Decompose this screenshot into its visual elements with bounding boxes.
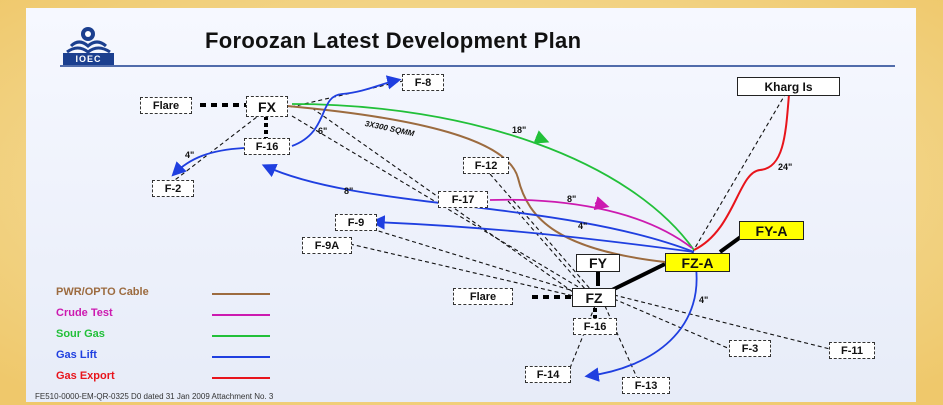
node-f-9a: F-9A [302, 237, 352, 254]
node-f-16-bottom: F-16 [573, 318, 617, 335]
gas-lift-size-label-4-bottom: 4" [699, 295, 709, 305]
node-fy-a: FY-A [739, 221, 804, 240]
node-fz: FZ [572, 288, 616, 307]
node-kharg-island: Kharg Is [737, 77, 840, 96]
legend-swatch-sour-gas [212, 335, 270, 337]
node-f-16-top: F-16 [244, 138, 290, 155]
ioec-logo-icon: IOEC [63, 24, 114, 65]
node-f-14: F-14 [525, 366, 571, 383]
node-f-8: F-8 [402, 74, 444, 91]
gas-export-size-label: 24" [778, 162, 793, 172]
node-f-12: F-12 [463, 157, 509, 174]
node-fy: FY [576, 254, 620, 272]
pwr-cable-line [286, 105, 666, 263]
node-f-3: F-3 [729, 340, 771, 357]
node-f-11: F-11 [829, 342, 875, 359]
page-title: Foroozan Latest Development Plan [205, 28, 582, 53]
node-flare-top: Flare [140, 97, 192, 114]
node-flare-bottom: Flare [453, 288, 513, 305]
logo-text: IOEC [63, 53, 114, 65]
node-f-9: F-9 [335, 214, 377, 231]
legend-label-gas-export: Gas Export [56, 370, 115, 382]
legend-label-cable: PWR/OPTO Cable [56, 286, 149, 298]
legend-label-sour-gas: Sour Gas [56, 328, 105, 340]
node-f-2: F-2 [152, 180, 194, 197]
legend-swatch-cable [212, 293, 270, 295]
legend-swatch-crude-test [212, 314, 270, 316]
node-f-13: F-13 [622, 377, 670, 394]
node-fz-a: FZ-A [665, 253, 730, 272]
footer-reference: FE510-0000-EM-QR-0325 D0 dated 31 Jan 20… [35, 392, 274, 401]
gas-lift-size-label-4-left: 4" [185, 150, 195, 160]
legend-swatch-gas-lift [212, 356, 270, 358]
crude-test-size-label: 8" [567, 194, 577, 204]
legend-swatch-gas-export [212, 377, 270, 379]
node-fx: FX [246, 96, 288, 117]
gas-lift-size-label-8: 8" [344, 186, 354, 196]
gas-lift-size-label-6: 6" [318, 126, 328, 136]
gas-export-line [693, 78, 797, 251]
node-f-17: F-17 [438, 191, 488, 208]
thick-links [200, 103, 744, 320]
dashed-links [170, 80, 831, 381]
gas-lift-size-label-4-mid: 4" [578, 221, 588, 231]
legend-label-crude-test: Crude Test [56, 307, 113, 319]
legend-label-gas-lift: Gas Lift [56, 349, 97, 361]
sour-gas-size-label: 18" [512, 125, 527, 135]
